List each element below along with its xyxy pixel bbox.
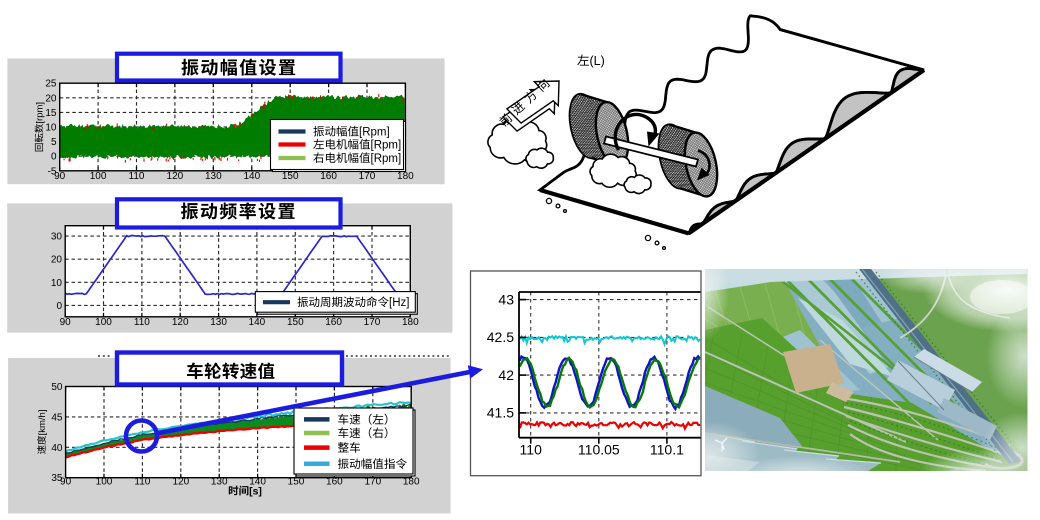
svg-text:110: 110 <box>134 317 150 328</box>
svg-text:[s]: [s] <box>249 486 262 498</box>
svg-text:160: 160 <box>320 171 337 182</box>
svg-text:170: 170 <box>364 317 381 328</box>
svg-text:100: 100 <box>90 171 107 182</box>
svg-text:170: 170 <box>359 171 376 182</box>
svg-text:90: 90 <box>60 477 72 488</box>
svg-text:100: 100 <box>95 317 112 328</box>
svg-text:120: 120 <box>172 317 189 328</box>
svg-text:10: 10 <box>51 278 63 289</box>
svg-text:5: 5 <box>51 137 57 148</box>
svg-text:[Hz]: [Hz] <box>389 297 409 309</box>
svg-text:130: 130 <box>205 171 222 182</box>
svg-text:90: 90 <box>60 317 72 328</box>
svg-text:130: 130 <box>210 317 227 328</box>
svg-text:180: 180 <box>403 477 420 488</box>
svg-text:110.05: 110.05 <box>578 442 620 458</box>
svg-text:35: 35 <box>51 473 63 484</box>
svg-text:(L): (L) <box>590 54 605 68</box>
svg-text:130: 130 <box>211 477 228 488</box>
svg-text:140: 140 <box>249 477 266 488</box>
svg-text:150: 150 <box>282 171 299 182</box>
svg-text:43: 43 <box>498 291 514 307</box>
svg-text:[km/h]: [km/h] <box>37 410 48 436</box>
svg-text:50: 50 <box>51 382 63 393</box>
svg-text:180: 180 <box>402 317 419 328</box>
svg-text:41.5: 41.5 <box>487 405 514 421</box>
svg-text:[rpm]: [rpm] <box>35 102 46 124</box>
svg-text:180: 180 <box>397 171 414 182</box>
svg-text:[Rpm]: [Rpm] <box>359 127 390 139</box>
svg-text:20: 20 <box>51 255 63 266</box>
svg-text:20: 20 <box>45 93 57 104</box>
svg-text:25: 25 <box>45 79 57 90</box>
svg-text:90: 90 <box>54 171 66 182</box>
svg-text:10: 10 <box>45 123 57 134</box>
svg-text:45: 45 <box>51 412 63 423</box>
svg-text:160: 160 <box>325 317 342 328</box>
svg-text:15: 15 <box>45 108 57 119</box>
svg-text:[Rpm]: [Rpm] <box>371 140 402 152</box>
svg-text:170: 170 <box>364 477 381 488</box>
svg-text:120: 120 <box>172 477 189 488</box>
svg-text:0: 0 <box>56 301 62 312</box>
svg-text:120: 120 <box>167 171 184 182</box>
svg-text:160: 160 <box>326 477 343 488</box>
svg-text:100: 100 <box>96 477 113 488</box>
svg-text:30: 30 <box>51 232 63 243</box>
svg-text:140: 140 <box>243 171 260 182</box>
svg-text:150: 150 <box>287 317 304 328</box>
svg-text:110: 110 <box>129 171 145 182</box>
svg-text:110: 110 <box>134 477 150 488</box>
svg-text:42.5: 42.5 <box>487 329 514 345</box>
svg-text:0: 0 <box>51 152 57 163</box>
svg-text:150: 150 <box>288 477 305 488</box>
svg-text:110.1: 110.1 <box>650 442 684 458</box>
svg-text:110: 110 <box>520 442 543 458</box>
svg-text:-5: -5 <box>48 166 57 177</box>
svg-text:40: 40 <box>51 443 63 454</box>
svg-text:140: 140 <box>249 317 266 328</box>
svg-text:42: 42 <box>498 367 514 383</box>
svg-text:[Rpm]: [Rpm] <box>371 153 402 165</box>
